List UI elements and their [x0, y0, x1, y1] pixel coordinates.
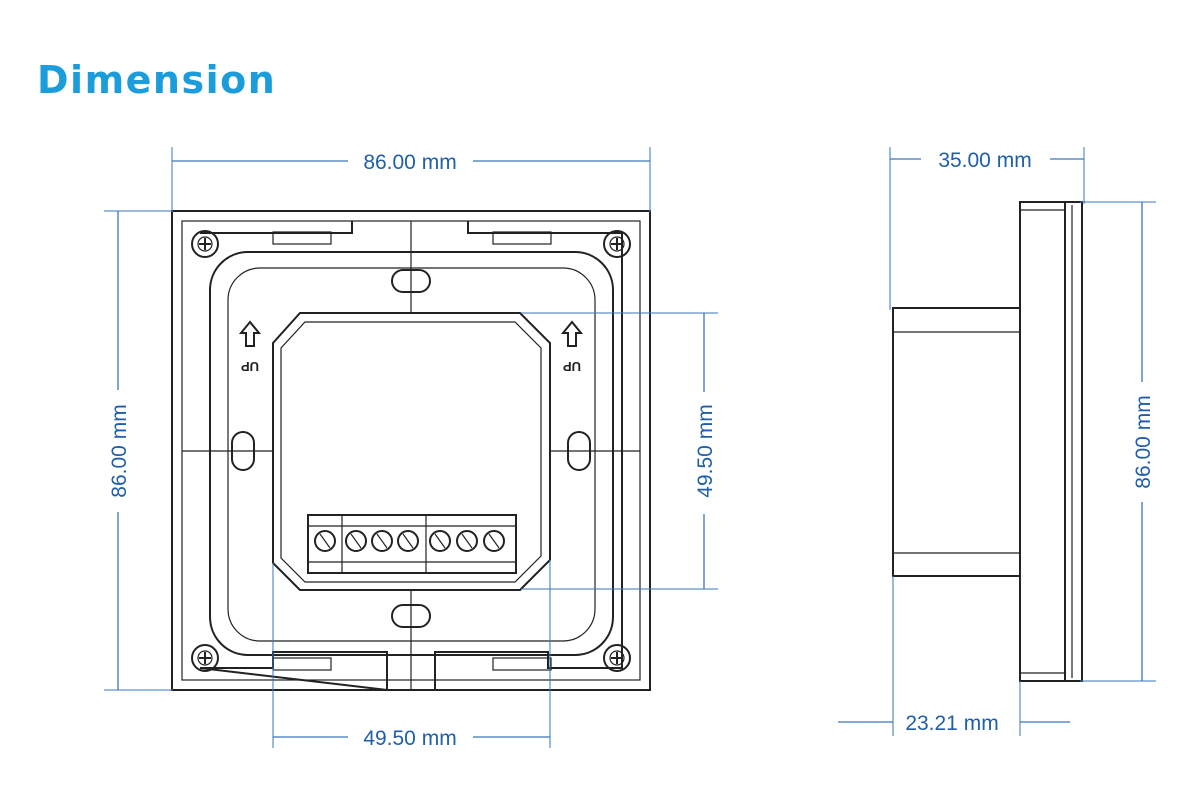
front-slot-bottom: [391, 604, 431, 628]
side-body: [892, 307, 1020, 577]
front-slot-left: [231, 431, 255, 471]
front-dimensions: 86.00 mm 86.00 mm 49.50 mm 49.50 mm: [104, 147, 718, 750]
screw-icon: [603, 230, 631, 258]
front-width-label: 86.00 mm: [363, 151, 456, 174]
side-depth-label: 35.00 mm: [938, 149, 1031, 172]
front-centre-box: [272, 312, 551, 591]
front-slot-right: [567, 431, 591, 471]
front-centre-box-inner: [280, 321, 542, 583]
front-view: UP UP: [171, 210, 651, 692]
front-tab: [492, 231, 552, 245]
screw-icon: [191, 230, 219, 258]
screw-icon: [603, 644, 631, 672]
centre-height-label: 49.50 mm: [694, 404, 717, 497]
front-tab: [492, 657, 552, 671]
front-tab: [272, 231, 332, 245]
side-faceplate-front: [1064, 201, 1083, 682]
front-height-label: 86.00 mm: [108, 404, 131, 497]
side-dimensions: 35.00 mm 86.00 mm 23.21 mm: [838, 147, 1156, 736]
terminal-block: [307, 514, 517, 574]
up-label-right: UP: [563, 359, 581, 374]
centre-width-label: 49.50 mm: [363, 727, 456, 750]
page-title: Dimension: [37, 58, 277, 102]
up-arrow-icon: [560, 320, 584, 347]
front-tab: [272, 657, 332, 671]
side-body-depth-label: 23.21 mm: [905, 712, 998, 735]
screw-icon: [191, 644, 219, 672]
side-view: [892, 201, 1083, 682]
up-label-left: UP: [241, 359, 259, 374]
side-faceplate: [1019, 201, 1066, 682]
front-rounded-inner: [227, 267, 596, 642]
up-arrow-icon: [238, 320, 262, 347]
side-height-label: 86.00 mm: [1132, 395, 1155, 488]
front-slot-top: [391, 269, 431, 293]
